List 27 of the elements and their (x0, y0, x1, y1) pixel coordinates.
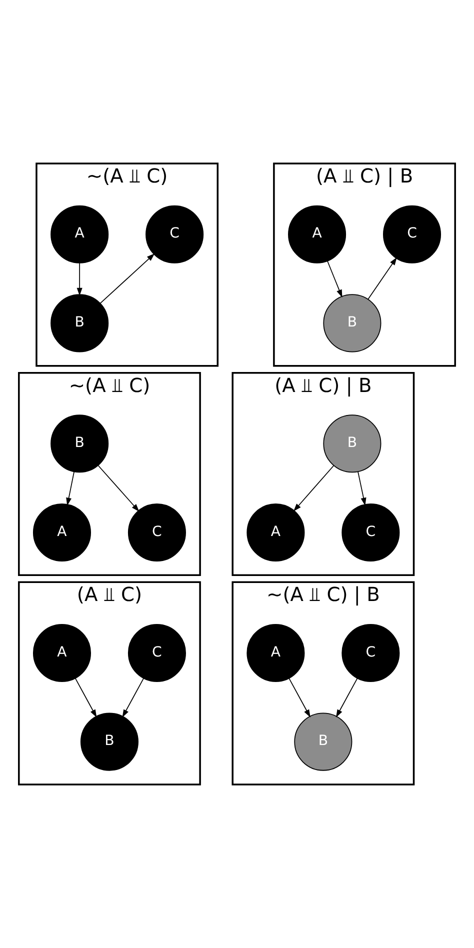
node-circle: B (323, 294, 382, 352)
node-circle: B (294, 712, 352, 771)
arrow (76, 262, 82, 296)
node-circle: A (32, 624, 91, 682)
node-circle: B (50, 414, 109, 473)
node-circle: C (342, 503, 400, 562)
node-circle: C (128, 624, 186, 682)
arrow (368, 257, 397, 300)
arrow (74, 678, 97, 718)
node-circle: A (50, 205, 109, 264)
arrow (358, 471, 366, 506)
arrow (288, 678, 310, 718)
arrow (122, 678, 144, 718)
arrow (66, 471, 74, 506)
arrow (327, 260, 342, 298)
node-circle: B (80, 712, 138, 771)
node-circle: C (342, 624, 400, 682)
node-circle: B (50, 294, 109, 352)
node-circle: B (323, 414, 382, 473)
node-circle: A (246, 624, 305, 682)
node-circle: A (32, 503, 91, 562)
arrow (98, 465, 140, 512)
arrow (336, 678, 358, 718)
arrow (293, 465, 334, 512)
node-circle: C (383, 205, 442, 264)
arrow (100, 253, 155, 304)
node-circle: A (288, 205, 346, 264)
